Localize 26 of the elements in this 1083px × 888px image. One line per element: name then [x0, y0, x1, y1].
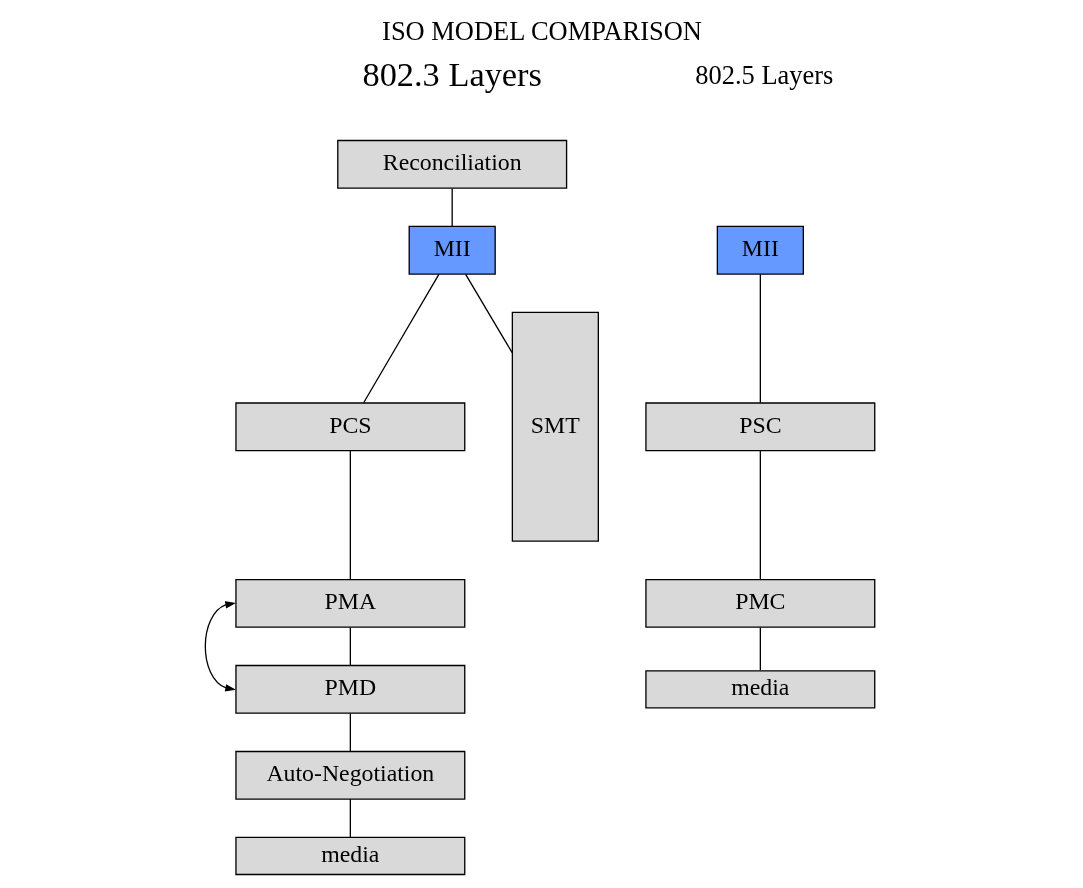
diagram-title: ISO MODEL COMPARISON [381, 15, 702, 46]
connector [759, 450, 761, 580]
node-box: PCS [234, 402, 465, 452]
connector [349, 798, 351, 838]
node-box: Reconciliation [336, 139, 567, 189]
arrow [204, 601, 236, 692]
node-box: PMA [234, 578, 465, 628]
node-box: MII [408, 225, 496, 275]
connector [349, 712, 351, 752]
node-box: Auto-Negotiation [234, 750, 465, 800]
connector [759, 273, 761, 404]
node-box: media [234, 836, 465, 876]
node-box: PMD [234, 664, 465, 714]
label: 802.3 Layers [361, 54, 542, 93]
connector [349, 626, 351, 666]
node-box: MII [716, 225, 804, 275]
connector [349, 450, 351, 580]
connector [451, 187, 453, 227]
node-box: PMC [644, 578, 875, 628]
node-box: SMT [511, 311, 599, 542]
node-box: media [644, 670, 875, 709]
label: 802.5 Layers [694, 60, 833, 91]
connector [759, 626, 761, 671]
connector [362, 273, 440, 404]
connector [464, 273, 513, 354]
node-box: PSC [644, 402, 875, 452]
